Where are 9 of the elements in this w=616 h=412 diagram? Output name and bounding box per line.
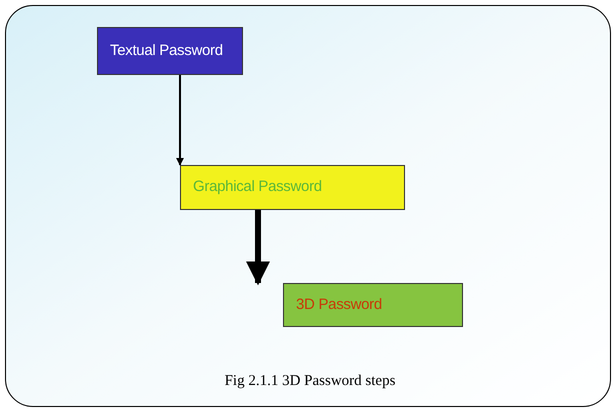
- box-label: Graphical Password: [193, 177, 322, 198]
- arrow: [246, 210, 270, 286]
- process-box: [97, 27, 243, 75]
- box-label: 3D Password: [296, 294, 382, 315]
- process-box: [180, 165, 405, 210]
- arrow: [176, 75, 184, 166]
- process-box: [283, 283, 463, 327]
- caption: Fig 2.1.1 3D Password steps: [224, 372, 396, 391]
- box-label: Textual Password: [110, 40, 223, 61]
